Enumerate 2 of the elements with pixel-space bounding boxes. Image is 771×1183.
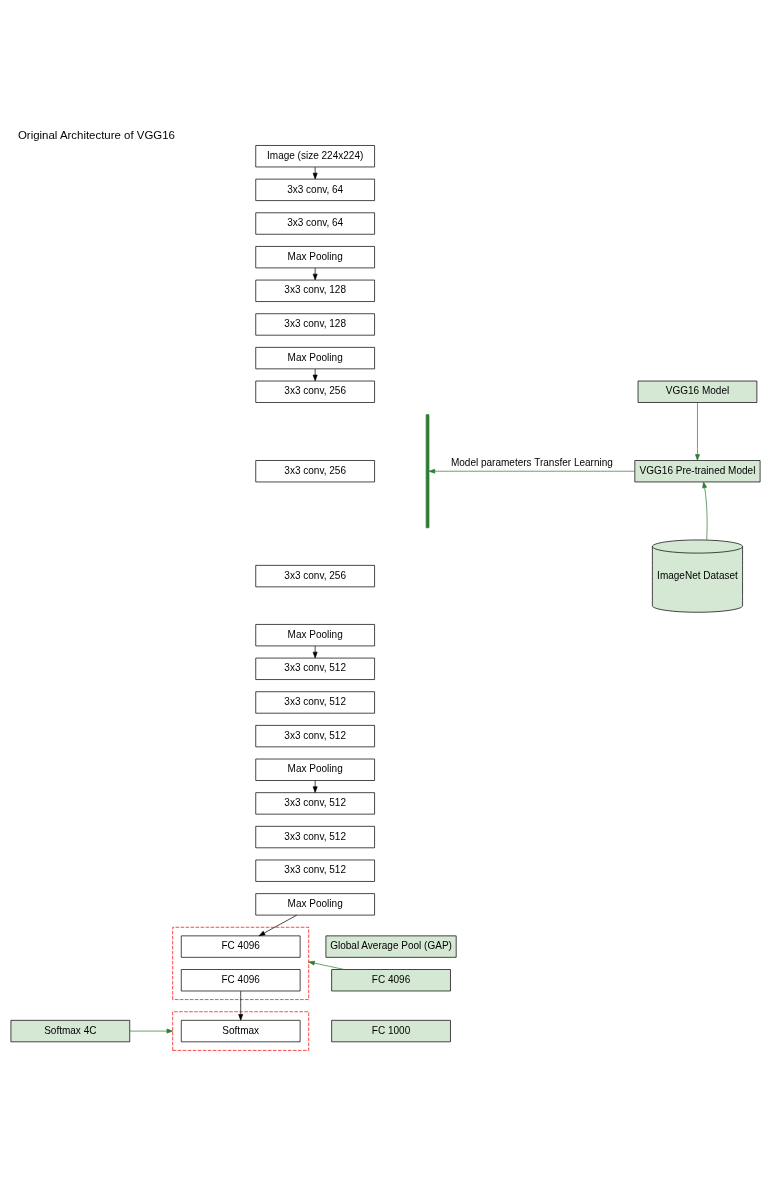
edge-label: Model parameters Transfer Learning [450,457,613,469]
diagram-title: Original Architecture of VGG16 [17,128,175,141]
